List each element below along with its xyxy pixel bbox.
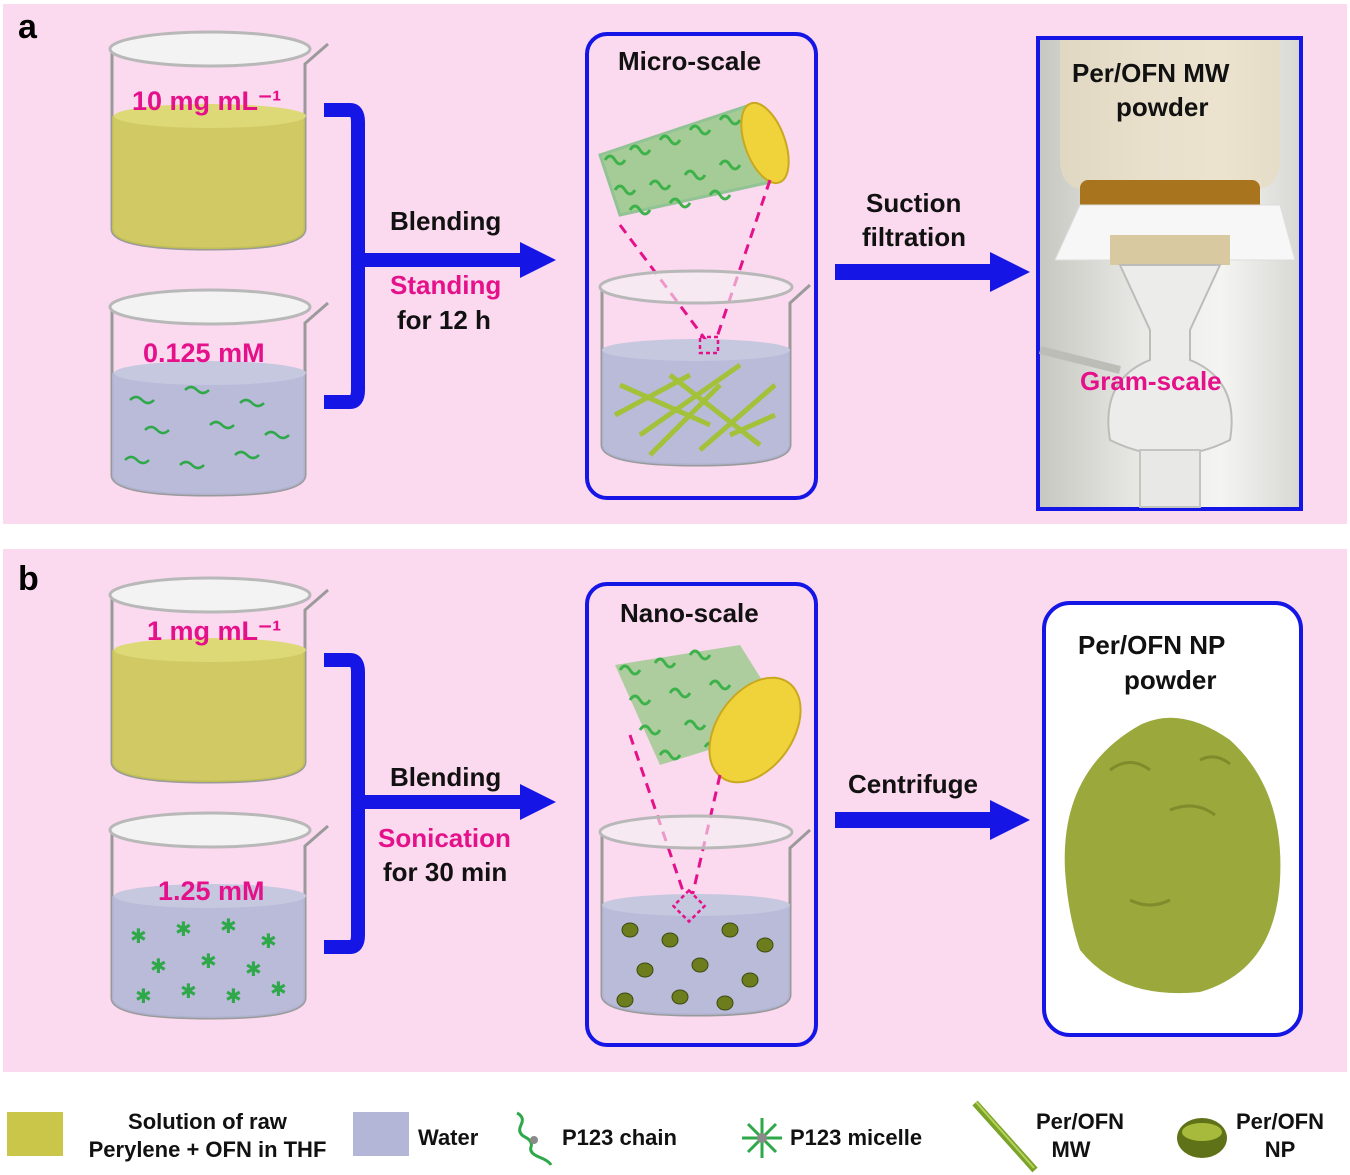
product-line1: Per/OFN MW bbox=[1072, 58, 1229, 89]
svg-text:✱: ✱ bbox=[135, 984, 152, 1008]
nanoparticle-icon bbox=[590, 635, 815, 1040]
beaker-solution-icon bbox=[100, 24, 335, 264]
scale-title-b: Nano-scale bbox=[620, 598, 759, 629]
legend-p123-chain: P123 chain bbox=[562, 1124, 677, 1152]
p123-chain-icon bbox=[512, 1108, 557, 1170]
microwire-icon bbox=[590, 85, 815, 490]
step1-condition-1: Standing bbox=[390, 270, 501, 301]
suction-arrow-icon bbox=[835, 252, 1030, 292]
step1-condition-2: for 12 h bbox=[397, 305, 491, 336]
legend-solution-swatch bbox=[7, 1112, 63, 1156]
beaker-top-concentration-b: 1 mg mL⁻¹ bbox=[147, 616, 281, 647]
step1-condition-2-b: for 30 min bbox=[383, 857, 507, 888]
legend-water: Water bbox=[418, 1124, 478, 1152]
beaker-solution-icon-b bbox=[100, 570, 335, 795]
svg-text:✱: ✱ bbox=[245, 957, 262, 981]
product-line1-b: Per/OFN NP bbox=[1078, 630, 1225, 661]
svg-text:✱: ✱ bbox=[175, 917, 192, 941]
legend-solution-line1: Solution of raw bbox=[70, 1108, 345, 1136]
blending-arrow-icon-b bbox=[320, 650, 560, 960]
panel-b-label: b bbox=[18, 560, 39, 599]
beaker-bottom-concentration: 0.125 mM bbox=[143, 338, 265, 369]
step1-condition-1-b: Sonication bbox=[378, 823, 511, 854]
svg-text:✱: ✱ bbox=[220, 914, 237, 938]
per-ofn-np-icon bbox=[1175, 1115, 1230, 1161]
svg-text:✱: ✱ bbox=[200, 949, 217, 973]
beaker-top-concentration: 10 mg mL⁻¹ bbox=[132, 86, 281, 117]
legend-p123-micelle: P123 micelle bbox=[790, 1124, 922, 1152]
legend-np-line2: NP bbox=[1230, 1136, 1330, 1164]
beaker-micelle-icon: ✱✱✱✱ ✱✱✱ ✱✱✱✱ bbox=[100, 808, 335, 1028]
product-line2-b: powder bbox=[1124, 665, 1216, 696]
legend-water-swatch bbox=[353, 1112, 409, 1156]
step2-label-b: Centrifuge bbox=[848, 769, 978, 800]
step1-action-b: Blending bbox=[390, 762, 501, 793]
svg-text:✱: ✱ bbox=[150, 954, 167, 978]
centrifuge-arrow-icon bbox=[835, 800, 1030, 840]
svg-text:✱: ✱ bbox=[260, 929, 277, 953]
legend-solution: Solution of raw Perylene + OFN in THF bbox=[70, 1108, 345, 1164]
svg-text:✱: ✱ bbox=[270, 977, 287, 1001]
step2-line2: filtration bbox=[862, 222, 966, 253]
beaker-water-icon bbox=[100, 285, 335, 505]
legend-np: Per/OFN NP bbox=[1230, 1108, 1330, 1164]
panel-a-label: a bbox=[18, 8, 37, 47]
p123-micelle-icon bbox=[737, 1113, 787, 1163]
svg-text:✱: ✱ bbox=[180, 979, 197, 1003]
legend-mw-line1: Per/OFN bbox=[1036, 1108, 1106, 1136]
legend-mw-line2: MW bbox=[1036, 1136, 1106, 1164]
legend-mw: Per/OFN MW bbox=[1036, 1108, 1106, 1164]
step2-line1: Suction bbox=[866, 188, 961, 219]
beaker-bottom-concentration-b: 1.25 mM bbox=[158, 876, 265, 907]
svg-text:✱: ✱ bbox=[130, 924, 147, 948]
blending-arrow-icon bbox=[320, 100, 560, 415]
np-powder-icon bbox=[1050, 700, 1295, 1000]
scale-title: Micro-scale bbox=[618, 46, 761, 77]
step1-action: Blending bbox=[390, 206, 501, 237]
legend-solution-line2: Perylene + OFN in THF bbox=[70, 1136, 345, 1164]
product-note: Gram-scale bbox=[1080, 366, 1222, 397]
legend-np-line1: Per/OFN bbox=[1230, 1108, 1330, 1136]
product-line2: powder bbox=[1116, 92, 1208, 123]
svg-text:✱: ✱ bbox=[225, 984, 242, 1008]
per-ofn-mw-icon bbox=[970, 1098, 1040, 1173]
